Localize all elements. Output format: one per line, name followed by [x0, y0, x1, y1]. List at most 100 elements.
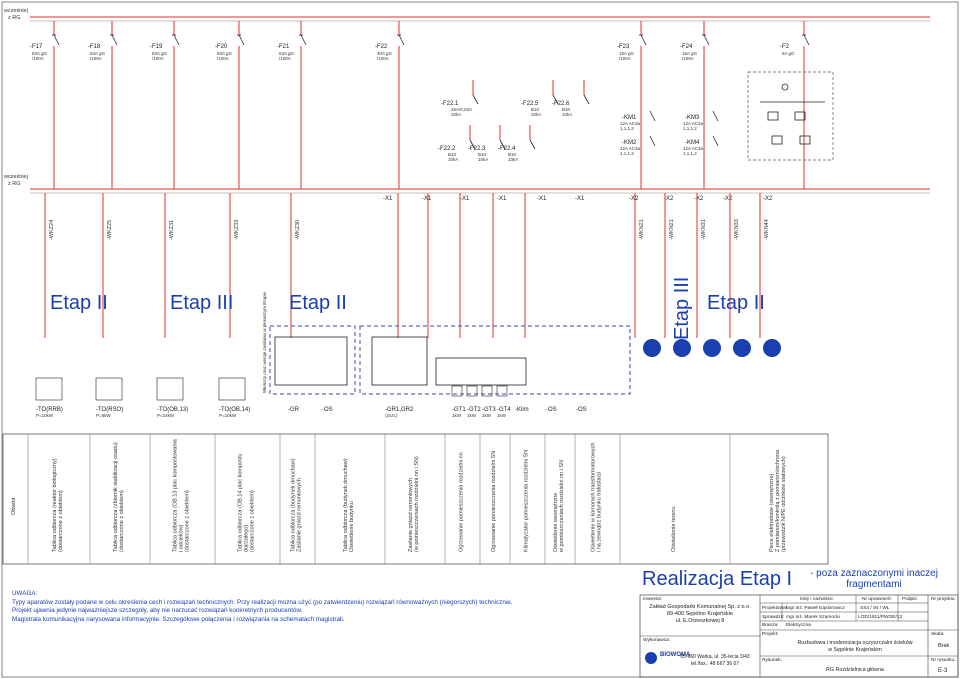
breaker-name: -F22.3	[468, 146, 486, 152]
cable: -WKN31	[696, 193, 707, 338]
description-text: Obwód	[11, 498, 17, 515]
description-column: Obwód	[11, 498, 17, 515]
company-logo-icon	[645, 652, 657, 664]
breaker-spec: 63A gG	[279, 51, 295, 56]
equipment: -Klim	[515, 407, 529, 413]
equipment: -OS	[546, 407, 557, 413]
description-text: Z pomiarem/kontrolą z pomiarem/ochrona	[775, 449, 781, 552]
lamp-icon	[703, 339, 721, 357]
breaker-name: -F2	[780, 44, 790, 50]
cable-label: -WKN21	[669, 219, 675, 240]
etap-label: Etap II	[707, 292, 765, 314]
equipment: -GR1,GR2(2szt.)	[385, 407, 414, 418]
description-text: w pomieszczeniach rozdzielni nn i SN	[559, 460, 565, 553]
contactor-name: -KM2	[622, 140, 637, 146]
breaker-spec: 10kA	[508, 157, 518, 162]
board-gt	[435, 357, 527, 386]
board-gr1	[371, 336, 428, 386]
terminal: -X1	[497, 196, 507, 202]
equipment-name: -OS	[546, 407, 557, 413]
equipment: -TO(RSO)P=8kW	[95, 377, 123, 418]
head-license: Nr uprawnień:	[862, 597, 892, 602]
company-address-line: 05-660 Warka, ul. 35-lecia 3/43	[680, 654, 750, 660]
description-column: Oświetlenie terenu	[619, 434, 677, 564]
realization-note: - poza zaznaczonymi inaczej fragmentami	[799, 568, 949, 590]
description-column: Tablica odbiorcza (reaktor biologiczny)(…	[27, 434, 64, 564]
contactor-spec: 12A AC3a	[620, 121, 641, 126]
breaker-spec: B10	[508, 152, 517, 157]
cable-label: -WKN33	[734, 219, 740, 240]
realization-title: Realizacja Etap I	[642, 568, 793, 590]
role-designer: Projektował:	[762, 606, 789, 611]
contactor-spec: 12A AC3a	[683, 121, 704, 126]
terminal-label: -X2	[664, 196, 674, 202]
description-text: Ogrzewanie pomieszczenia rozdzielni nn	[459, 452, 465, 552]
cable-label: -WKZ30	[295, 220, 301, 240]
breaker-spec: B10	[478, 152, 487, 157]
description-text: Tablica odbiorcza (reaktor biologiczny)	[52, 458, 58, 552]
realization-note-line: fragmentami	[846, 579, 902, 590]
equipment-name: -TO(OB.13)	[157, 407, 188, 413]
cable-label: -WKN44	[764, 219, 770, 240]
branch-label: Branża:	[762, 623, 779, 628]
equipment-name: -TO(RSO)	[96, 407, 123, 413]
cable: -WKN21	[634, 193, 645, 338]
breaker-spec: 10kA	[448, 157, 458, 162]
mid-breaker-row: -F22.125A/0,03A10kA-F22.5B1010kA-F22.6B1…	[438, 80, 590, 162]
cable: -WKZ31	[164, 193, 175, 338]
company-address: 05-660 Warka, ul. 35-lecia 3/43 tel./fax…	[670, 654, 760, 668]
breaker-spec: 16A gG	[682, 51, 698, 56]
investor-line: 89-400 Sępólno Krajeńskie	[666, 611, 734, 617]
breaker-spec: /100A	[217, 56, 229, 61]
cable: -WKZ24	[44, 193, 55, 338]
boxes-top-note: Wielosty oraz wersje zasilania w pierwsz…	[262, 291, 267, 393]
breaker-name: -F22.5	[521, 101, 539, 107]
gr1-dashed-frame	[359, 325, 631, 395]
equipment-name: -GT4	[497, 407, 511, 413]
breaker-spec: /100A	[32, 56, 44, 61]
breaker-spec: 63A gG	[217, 51, 233, 56]
note-line: Magistrala komunikacyjna narysowana info…	[12, 615, 345, 623]
contactor-spec: 1,1,1,2	[620, 126, 634, 131]
checker-license: LOD/1911/PWOE/12	[858, 615, 903, 620]
terminal: -X2	[664, 196, 674, 202]
note-line: Projekt ujawnia jedynie najważniejsze sz…	[12, 607, 303, 614]
contactor-spec: 1,1,1,2	[620, 151, 634, 156]
equipment-spec: P=10kW	[36, 413, 54, 418]
cable: -WKN44	[759, 193, 770, 338]
terminal: -X2	[723, 196, 733, 202]
description-text: (dostarczone z obiektem)	[119, 490, 125, 552]
breaker-spec: B10	[448, 152, 457, 157]
description-text: Tablica odbiorcza (zbiornik stabilizacji…	[113, 442, 119, 552]
description-column: Zasilanie gniazd remontowych(w pomieszcz…	[384, 434, 420, 564]
svg-text:z RG: z RG	[8, 15, 21, 21]
cable-label: -WKZ25	[107, 220, 113, 240]
equipment-spec: 1kW	[452, 413, 462, 418]
control-indicator-icon	[781, 83, 789, 91]
notes-block: UWAGA: Typy aparatów zostały podane w ce…	[12, 590, 632, 624]
description-text: (w pomieszczeniach rozdzielni nn i SN)	[414, 456, 420, 552]
equipment-spec: P=24kW	[157, 413, 175, 418]
breaker-spec: 10kA	[562, 112, 572, 117]
checker-name: mgr inż. Marek Szamocki	[786, 615, 840, 620]
cable: -WKN33	[729, 193, 740, 338]
equipment: -OS	[322, 407, 333, 413]
description-column: Tablica odbiorcza (budynek dmuchaw)Zasil…	[279, 434, 303, 564]
equipment-name: -TO(RRB)	[36, 407, 63, 413]
terminal: -X1	[460, 196, 470, 202]
board-gr	[274, 336, 348, 386]
terminal-label: -X1	[460, 196, 470, 202]
coil-icon	[799, 135, 811, 145]
description-table	[2, 433, 829, 565]
